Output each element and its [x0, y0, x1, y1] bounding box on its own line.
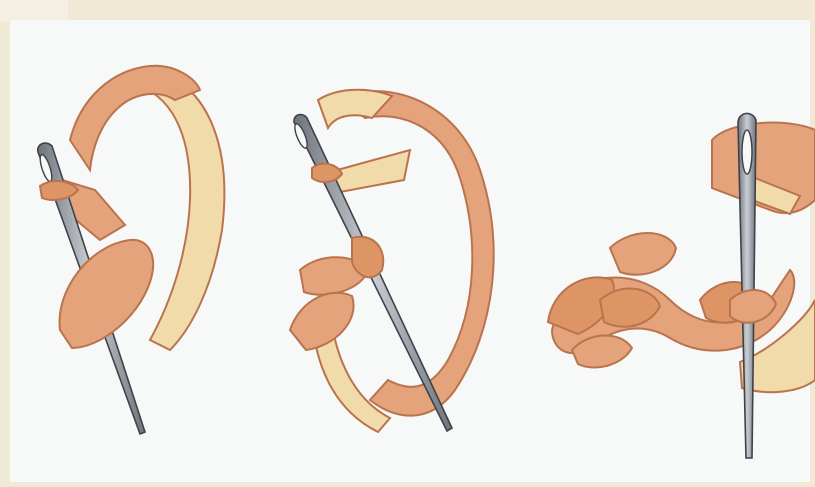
ribbon-loop-inner — [318, 90, 392, 128]
ribbon-back-loop — [140, 72, 224, 350]
step-3-panel — [548, 113, 815, 458]
step-1-panel — [38, 66, 225, 434]
step-2-panel — [290, 90, 494, 432]
ribbon-bow-tail — [330, 150, 410, 192]
ribbon-knot — [312, 164, 342, 182]
ribbon-loop-top — [610, 233, 676, 275]
ribbon-fold — [60, 240, 154, 348]
ribbon-coil-3 — [352, 237, 383, 278]
ribbon-coil-2 — [290, 293, 354, 350]
